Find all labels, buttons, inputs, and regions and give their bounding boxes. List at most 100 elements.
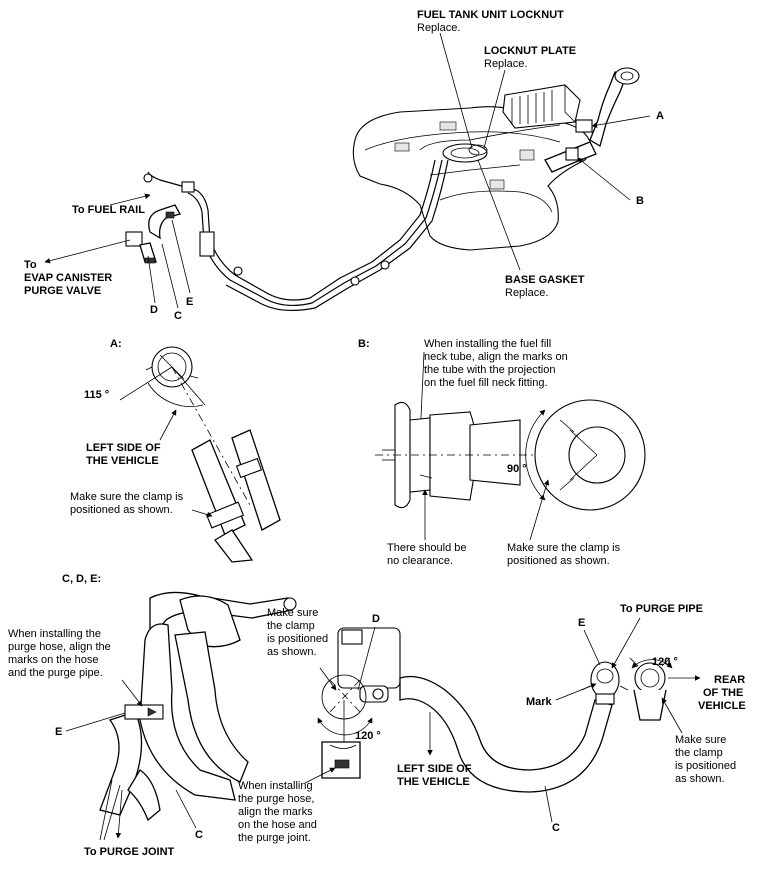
- detail-cde-rear-2: OF THE: [703, 687, 743, 699]
- evap-canister: [502, 84, 581, 129]
- detail-cde-joint-1: When installing: [238, 780, 313, 792]
- callout-d: D: [150, 304, 158, 316]
- detail-b-install-4: on the fuel fill neck fitting.: [424, 377, 548, 389]
- locknut-note: Replace.: [417, 22, 460, 34]
- plate-title: LOCKNUT PLATE: [484, 45, 576, 57]
- callout-a: A: [656, 110, 664, 122]
- detail-cde-right-note-3: is positioned: [675, 760, 736, 772]
- detail-cde-callout-e-left: E: [55, 726, 62, 738]
- detail-cde-connector: [283, 597, 297, 611]
- detail-cde-clamp-3: is positioned: [267, 633, 328, 645]
- detail-a-angle: 115 °: [84, 389, 109, 401]
- detail-b-note-2: positioned as shown.: [507, 555, 610, 567]
- plate-note: Replace.: [484, 58, 527, 70]
- tank-pad: [519, 149, 535, 161]
- detail-cde-joint-2: the purge hose,: [238, 793, 314, 805]
- detail-cde-to-purge-pipe: To PURGE PIPE: [620, 603, 703, 615]
- detail-cde-mark: Mark: [526, 696, 553, 708]
- detail-cde-joint-4: on the hose and: [238, 819, 317, 831]
- detail-cde-callout-c-left: C: [195, 829, 203, 841]
- line-clip: [233, 266, 243, 276]
- detail-cde-rear-pipe: [633, 689, 667, 721]
- detail-cde-clamp-2: the clamp: [267, 620, 315, 632]
- detail-cde-purge-4: and the purge pipe.: [8, 667, 103, 679]
- gasket-title: BASE GASKET: [505, 274, 585, 286]
- fuel-rail-label: To FUEL RAIL: [72, 204, 145, 216]
- detail-b-install-1: When installing the fuel fill: [424, 338, 551, 350]
- detail-cde-joint-3: align the marks: [238, 806, 313, 818]
- detail-b-angle: 90 °: [507, 463, 527, 475]
- locknut-plate: [468, 144, 488, 156]
- detail-b: B: When installing the fuel fill neck tu…: [358, 338, 646, 567]
- top-labels: FUEL TANK UNIT LOCKNUT Replace. LOCKNUT …: [24, 9, 664, 322]
- detail-cde-right-note-4: as shown.: [675, 773, 725, 785]
- detail-cde: C, D, E: When installing the purge hose,…: [8, 573, 746, 858]
- fuel-tank: [352, 106, 593, 251]
- detail-b-heading: B:: [358, 338, 370, 350]
- detail-cde-right-note-1: Make sure: [675, 734, 726, 746]
- detail-cde-hose-c: [399, 675, 613, 793]
- callout-c: C: [174, 310, 182, 322]
- top-leaders: [44, 32, 651, 309]
- detail-b-fitting-flange: [394, 401, 411, 509]
- detail-a: A: 115 ° LEFT SIDE OF THE VEHICLE Make s…: [70, 338, 281, 563]
- evap-label-1: EVAP CANISTER: [24, 272, 112, 284]
- gasket-note: Replace.: [505, 287, 548, 299]
- quick-connector: [181, 181, 195, 193]
- detail-cde-left-side-1: LEFT SIDE OF: [397, 763, 472, 775]
- detail-a-note-2: positioned as shown.: [70, 504, 173, 516]
- detail-cde-right-end: [581, 657, 673, 721]
- tank-pad: [439, 121, 457, 131]
- line-clip: [350, 276, 360, 286]
- tank-pad: [394, 142, 410, 152]
- detail-a-clamp: [205, 501, 245, 529]
- fuel-rail-connector: [143, 173, 153, 183]
- detail-b-angle-arc: [525, 409, 546, 501]
- detail-cde-purge-joint: To PURGE JOINT: [84, 846, 175, 858]
- detail-cde-angle-mid: 120 °: [355, 730, 381, 742]
- detail-cde-callout-c-right: C: [552, 822, 560, 834]
- line-bracket: [199, 231, 215, 257]
- evap-label-2: PURGE VALVE: [24, 285, 101, 297]
- detail-cde-purge-2: purge hose, align the: [8, 641, 111, 653]
- line-clip: [380, 260, 390, 270]
- detail-cde-angle-right: 120 °: [652, 656, 678, 668]
- clamp-a: [575, 119, 593, 133]
- detail-cde-clamp-1: Make sure: [267, 607, 318, 619]
- detail-cde-purge-1: When installing the: [8, 628, 101, 640]
- evap-to-label: To: [24, 259, 37, 271]
- detail-a-side-1: LEFT SIDE OF: [86, 442, 161, 454]
- clamp-b: [565, 147, 579, 161]
- detail-cde-canister: [317, 627, 401, 779]
- detail-cde-purge-hose: [139, 623, 236, 801]
- fuel-fill-neck: [544, 67, 640, 173]
- detail-a-heading: A:: [110, 338, 122, 350]
- callout-b: B: [636, 195, 644, 207]
- detail-cde-purge-3: marks on the hose: [8, 654, 99, 666]
- detail-cde-rear-1: REAR: [714, 674, 745, 686]
- detail-cde-rear-3: VEHICLE: [698, 700, 746, 712]
- line-connectors: [125, 173, 195, 264]
- detail-a-pipe: [231, 429, 281, 531]
- locknut-title: FUEL TANK UNIT LOCKNUT: [417, 9, 564, 21]
- fuel-tank-unit: [442, 143, 488, 163]
- detail-cde-right-note-2: the clamp: [675, 747, 723, 759]
- tank-pad: [489, 179, 505, 190]
- detail-b-install-2: neck tube, align the marks on: [424, 351, 568, 363]
- evap-purge-valve-connector: [125, 231, 143, 247]
- detail-cde-clamp-4: as shown.: [267, 646, 317, 658]
- detail-a-note-1: Make sure the clamp is: [70, 491, 184, 503]
- detail-cde-callout-e-right: E: [578, 617, 585, 629]
- detail-cde-joint-5: the purge joint.: [238, 832, 311, 844]
- detail-b-install-3: the tube with the projection: [424, 364, 555, 376]
- fuel-tank-assembly: [125, 67, 640, 312]
- detail-cde-left-assembly: [99, 591, 297, 841]
- detail-b-clearance-2: no clearance.: [387, 555, 453, 567]
- detail-cde-clamp-e: [124, 704, 164, 720]
- detail-a-side-2: THE VEHICLE: [86, 455, 159, 467]
- detail-b-note-1: Make sure the clamp is: [507, 542, 621, 554]
- detail-cde-left-side-2: THE VEHICLE: [397, 776, 470, 788]
- detail-b-clearance-1: There should be: [387, 542, 467, 554]
